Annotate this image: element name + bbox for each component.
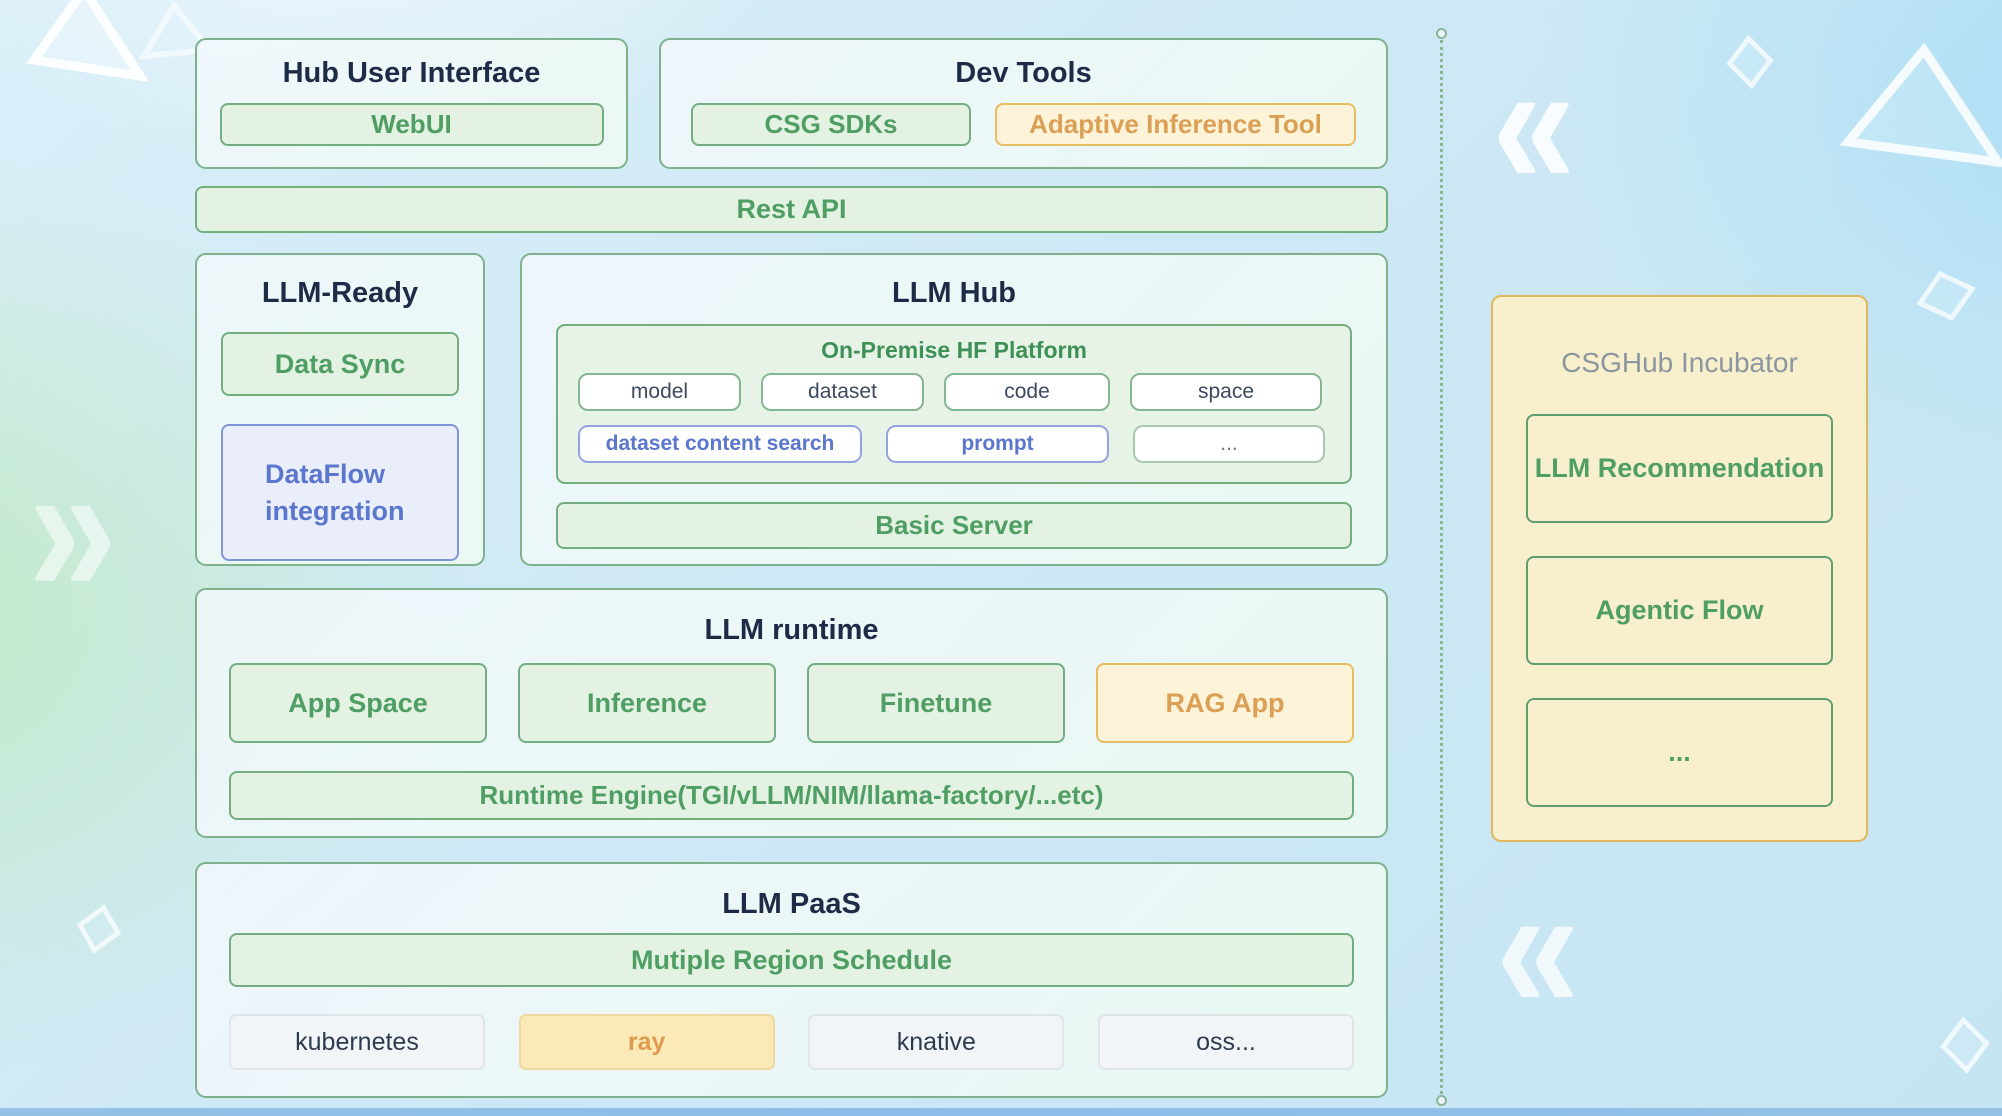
prompt-pill: prompt (886, 425, 1109, 463)
llm-ready-title: LLM-Ready (261, 277, 419, 309)
llm-ready-section: LLM-Ready Data Sync DataFlow integration (195, 253, 485, 566)
inference-block: Inference (518, 663, 776, 743)
dataflow-integration-block: DataFlow integration (221, 424, 459, 561)
crystal-icon (1839, 42, 2002, 168)
space-pill: space (1130, 373, 1322, 411)
code-pill: code (944, 373, 1110, 411)
dotted-divider (1436, 28, 1447, 1106)
webui-block: WebUI (219, 103, 604, 146)
rag-app-block: RAG App (1096, 663, 1354, 743)
model-pill: model (578, 373, 741, 411)
chevron-left-icon: « (1492, 22, 1576, 224)
llm-hub-title: LLM Hub (891, 277, 1016, 309)
crystal-icon (1726, 34, 1774, 90)
rest-api-bar: Rest API (195, 186, 1388, 233)
chevron-left-icon: « (1496, 846, 1580, 1048)
incubator-more-block: ... (1526, 698, 1833, 807)
ray-block: ray (518, 1014, 775, 1070)
agentic-flow-block: Agentic Flow (1526, 556, 1833, 665)
llm-recommendation-block: LLM Recommendation (1526, 414, 1833, 523)
dataset-pill: dataset (761, 373, 924, 411)
oss-block: oss... (1097, 1014, 1354, 1070)
dev-tools-title: Dev Tools (955, 57, 1092, 89)
csghub-incubator-panel: CSGHub Incubator LLM Recommendation Agen… (1491, 295, 1868, 842)
data-sync-block: Data Sync (221, 332, 459, 396)
dev-tools-section: Dev Tools CSG SDKs Adaptive Inference To… (659, 38, 1388, 169)
llm-paas-title: LLM PaaS (722, 888, 861, 920)
llm-runtime-title: LLM runtime (704, 614, 879, 646)
app-space-block: App Space (229, 663, 487, 743)
kubernetes-block: kubernetes (229, 1014, 485, 1070)
divider-endpoint-top (1436, 28, 1447, 39)
crystal-icon (1940, 1016, 1990, 1074)
multiple-region-schedule-bar: Mutiple Region Schedule (229, 933, 1354, 987)
more-pill: ... (1133, 425, 1325, 463)
hub-user-interface-title: Hub User Interface (282, 57, 541, 89)
runtime-engine-bar: Runtime Engine(TGI/vLLM/NIM/llama-factor… (229, 771, 1354, 820)
csg-sdks-block: CSG SDKs (691, 103, 971, 146)
crystal-icon (1916, 270, 1976, 322)
main-architecture-column: Hub User Interface WebUI Dev Tools CSG S… (195, 38, 1388, 1098)
llm-runtime-section: LLM runtime App Space Inference Finetune… (195, 588, 1388, 838)
llm-hub-section: LLM Hub On-Premise HF Platform model dat… (520, 253, 1388, 566)
divider-endpoint-bottom (1436, 1095, 1447, 1106)
on-premise-hf-platform: On-Premise HF Platform model dataset cod… (556, 324, 1352, 484)
dataset-content-search-pill: dataset content search (578, 425, 862, 463)
on-premise-hf-platform-title: On-Premise HF Platform (821, 337, 1087, 363)
csghub-incubator-title: CSGHub Incubator (1561, 347, 1798, 378)
knative-block: knative (808, 1014, 1065, 1070)
basic-server-bar: Basic Server (556, 502, 1352, 549)
crystal-icon (76, 904, 122, 954)
bottom-edge-strip (0, 1108, 2002, 1116)
hub-user-interface-section: Hub User Interface WebUI (195, 38, 628, 169)
crystal-icon (26, 0, 216, 82)
adaptive-inference-tool-block: Adaptive Inference Tool (995, 103, 1356, 146)
finetune-block: Finetune (807, 663, 1065, 743)
chevron-right-icon: » (28, 420, 117, 635)
llm-paas-section: LLM PaaS Mutiple Region Schedule kuberne… (195, 862, 1388, 1098)
